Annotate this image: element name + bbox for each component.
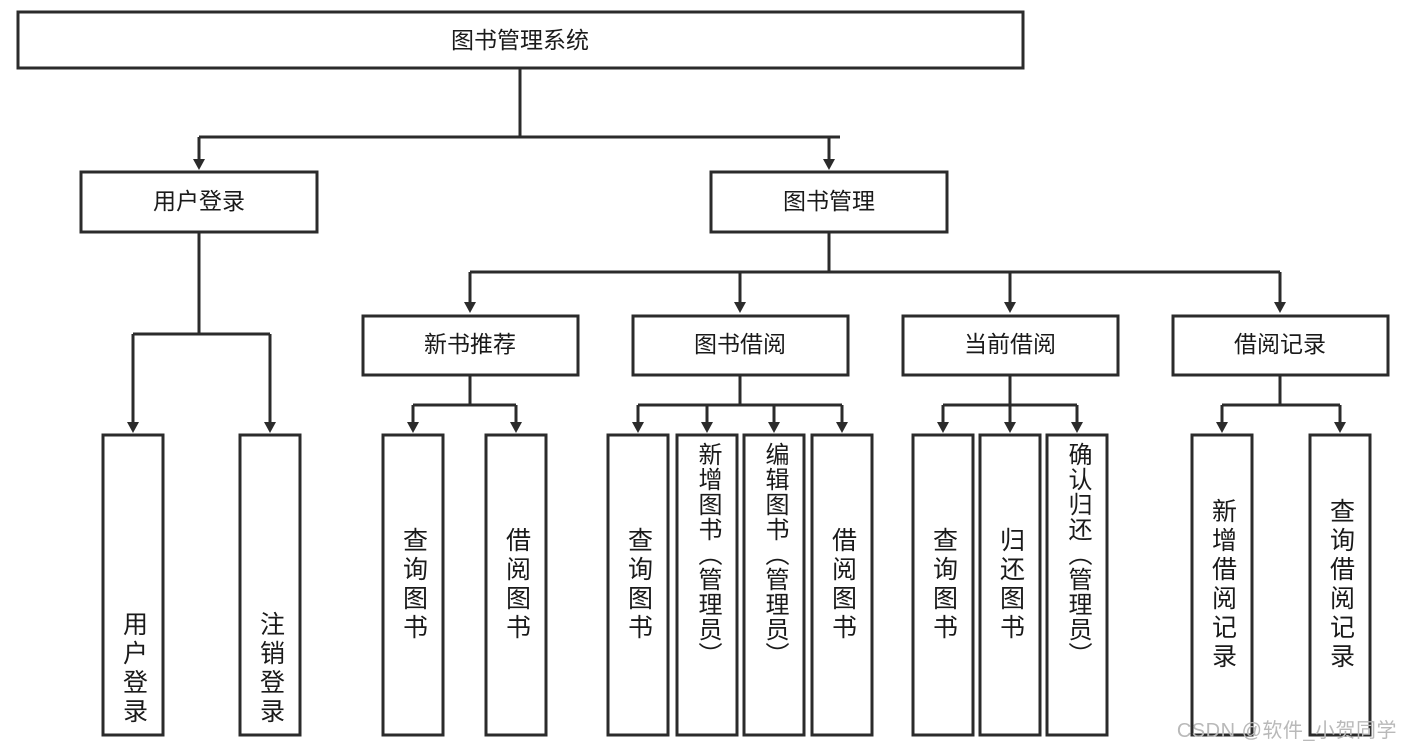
leaf-boxes bbox=[101, 433, 1372, 737]
connector-bookmanage-to-level3 bbox=[464, 232, 1286, 313]
node-new-book-recommend[interactable]: 新书推荐 bbox=[361, 314, 580, 377]
node-root-label: 图书管理系统 bbox=[451, 27, 589, 53]
leaf-box-query-book-1 bbox=[381, 433, 445, 737]
leaf-box-add-record bbox=[1190, 433, 1254, 737]
leaf-box-user-logout bbox=[238, 433, 302, 737]
connector-borrowrecord-to-leaves bbox=[1216, 375, 1346, 433]
node-book-borrow[interactable]: 图书借阅 bbox=[631, 314, 850, 377]
connector-bookborrow-to-leaves bbox=[632, 375, 848, 433]
leaf-box-add-book bbox=[675, 433, 739, 737]
node-book-manage-label: 图书管理 bbox=[783, 188, 875, 214]
node-borrow-record-label: 借阅记录 bbox=[1234, 331, 1326, 357]
node-new-book-recommend-label: 新书推荐 bbox=[424, 331, 516, 357]
connector-currentborrow-to-leaves bbox=[937, 375, 1083, 433]
leaf-box-return-book bbox=[978, 433, 1042, 737]
leaf-box-borrow-book-2 bbox=[810, 433, 874, 737]
connector-userlogin-to-leaves bbox=[127, 232, 276, 433]
node-current-borrow-label: 当前借阅 bbox=[964, 331, 1056, 357]
node-user-login-label: 用户登录 bbox=[153, 188, 245, 214]
connector-newbook-to-leaves bbox=[407, 375, 522, 433]
leaf-box-query-book-2 bbox=[606, 433, 670, 737]
leaf-box-query-book-3 bbox=[911, 433, 975, 737]
csdn-watermark: CSDN @软件_小贺同学 bbox=[1176, 720, 1397, 742]
node-book-borrow-label: 图书借阅 bbox=[694, 331, 786, 357]
node-book-manage[interactable]: 图书管理 bbox=[709, 170, 949, 234]
node-root[interactable]: 图书管理系统 bbox=[16, 10, 1025, 70]
node-current-borrow[interactable]: 当前借阅 bbox=[901, 314, 1120, 377]
node-user-login[interactable]: 用户登录 bbox=[79, 170, 319, 234]
leaf-box-user-login bbox=[101, 433, 165, 737]
leaf-box-borrow-book-1 bbox=[484, 433, 548, 737]
node-borrow-record[interactable]: 借阅记录 bbox=[1171, 314, 1390, 377]
leaf-box-confirm-return bbox=[1045, 433, 1109, 737]
connector-root-to-level2 bbox=[193, 68, 840, 170]
leaf-box-edit-book bbox=[742, 433, 806, 737]
leaf-box-query-record bbox=[1308, 433, 1372, 737]
